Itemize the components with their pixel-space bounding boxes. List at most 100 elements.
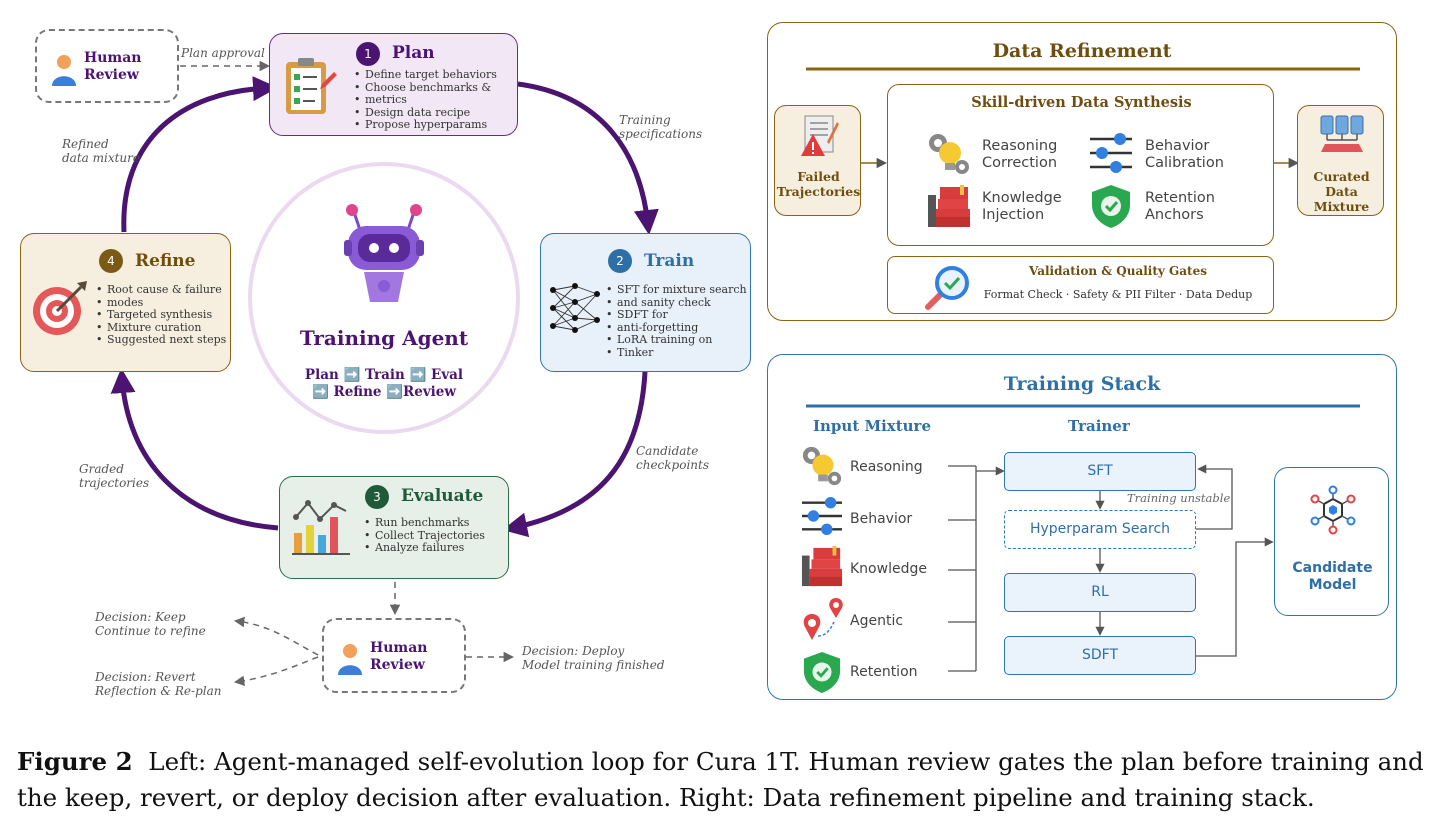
agent-flow-line1: Plan ➡️ Train ➡️ Eval	[304, 367, 464, 383]
database-icon	[1320, 115, 1364, 152]
figure-caption: Figure 2 Left: Agent-managed self-evolut…	[17, 744, 1437, 816]
shield-check-icon	[1092, 185, 1130, 228]
training-specs-line1: Training	[619, 113, 671, 127]
evaluate-item: Collect Trajectories	[364, 529, 485, 543]
skill-retention-line2: Anchors	[1145, 207, 1204, 223]
input-behavior-label: Behavior	[850, 511, 913, 527]
train-box: 2 Train SFT for mixture search and sanit…	[540, 233, 751, 372]
validation-items: Format Check · Safety & PII Filter · Dat…	[983, 288, 1253, 301]
evaluate-list: Run benchmarks Collect Trajectories Anal…	[364, 516, 485, 555]
plan-approval-label: Plan approval	[181, 46, 265, 60]
candidate-line2: Model	[1308, 577, 1357, 593]
input-retention-label: Retention	[850, 664, 918, 680]
validation-title: Validation & Quality Gates	[1028, 264, 1207, 278]
sliders-icon	[1090, 133, 1132, 173]
refined-mixture-line2: data mixture	[62, 151, 140, 165]
refine-item: Suggested next steps	[96, 334, 226, 347]
sft-box: SFT	[1004, 452, 1196, 491]
decision-keep-line2: Continue to refine	[95, 624, 206, 638]
hyperparam-search-box: Hyperparam Search	[1004, 510, 1196, 549]
human-review-bottom-line1: Human	[370, 640, 428, 656]
plan-item: Define target behaviors	[354, 68, 497, 82]
bar-chart-icon	[292, 500, 350, 555]
curated-line2: Data Mixture	[1313, 184, 1370, 214]
refined-mixture-line1: Refined	[62, 137, 109, 151]
candidate-model-label: Candidate Model	[1275, 560, 1390, 594]
train-item-cont: Tinker	[606, 345, 747, 360]
decision-keep-arrow	[233, 616, 319, 656]
failed-trajectories-box: Failed Trajectories	[774, 105, 861, 216]
data-refinement-title: Data Refinement	[992, 40, 1172, 62]
input-bus	[948, 465, 977, 672]
evaluate-title: Evaluate	[401, 486, 484, 506]
sdft-to-candidate-arrow	[1196, 537, 1274, 657]
evaluate-number: 3	[365, 485, 389, 509]
training-stack-panel	[767, 354, 1397, 700]
synthesis-title: Skill-driven Data Synthesis	[971, 94, 1192, 111]
candidate-checkpoints-line1: Candidate	[636, 444, 699, 458]
robot-icon	[344, 204, 424, 302]
skill-synthesis-box: Skill-driven Data Synthesis Reasoning Co…	[887, 84, 1274, 246]
human-review-bottom-line2: Review	[370, 657, 425, 673]
curated-mixture-label: Curated Data Mixture	[1298, 169, 1385, 214]
warning-document-icon	[801, 115, 839, 156]
sliders-icon	[802, 496, 842, 536]
skill-knowledge-line1: Knowledge	[982, 190, 1062, 206]
data-refinement-panel	[767, 22, 1397, 321]
human-review-top-line1: Human	[84, 50, 142, 66]
candidate-line1: Candidate	[1292, 560, 1373, 576]
graded-trajectories-line2: trajectories	[79, 476, 150, 490]
decision-deploy-line1: Decision: Deploy	[522, 644, 625, 658]
candidate-checkpoints-label: Candidate checkpoints	[636, 444, 709, 472]
refined-mixture-label: Refined data mixture	[62, 137, 140, 165]
arc-evaluate-to-refine	[110, 368, 279, 531]
refine-list: Root cause & failure modes Targeted synt…	[96, 283, 226, 347]
plan-item: Propose hyperparams	[354, 119, 497, 132]
candidate-checkpoints-line2: checkpoints	[636, 458, 709, 472]
map-pin-icon	[803, 598, 843, 640]
books-icon	[801, 546, 843, 587]
training-unstable-label: Training unstable	[1127, 491, 1231, 505]
train-item: SDFT for	[606, 309, 747, 322]
person-icon	[52, 55, 76, 86]
agent-flow: Plan ➡️ Train ➡️ Eval ➡️ Refine ➡️Review	[284, 367, 484, 401]
failed-line2: Trajectories	[776, 184, 861, 199]
refine-item: Mixture curation	[96, 321, 226, 335]
refine-item-cont-text: modes	[107, 295, 144, 309]
train-item: SFT for mixture search	[606, 283, 747, 297]
train-item: LoRA training on	[606, 334, 747, 347]
skill-behavior-line1: Behavior	[1145, 138, 1210, 154]
caption-label: Figure 2	[17, 747, 133, 776]
agent-title: Training Agent	[299, 326, 469, 350]
input-reasoning-label: Reasoning	[850, 459, 923, 475]
train-item-cont-text: anti-forgetting	[617, 320, 699, 334]
evaluate-item: Analyze failures	[364, 542, 485, 555]
skill-reasoning-line2: Correction	[982, 155, 1058, 171]
skill-reasoning-label: Reasoning Correction	[982, 138, 1057, 172]
caption-text: Left: Agent-managed self-evolution loop …	[17, 747, 1424, 812]
decision-revert-line2: Reflection & Re-plan	[95, 684, 222, 698]
decision-revert-arrow	[233, 656, 319, 686]
input-agentic-label: Agentic	[850, 613, 904, 629]
refine-item: Root cause & failure	[96, 283, 226, 297]
plan-item-cont: metrics	[365, 93, 407, 107]
rl-box: RL	[1004, 573, 1196, 612]
train-item-cont: and sanity check	[606, 295, 747, 310]
candidate-model-box: Candidate Model	[1274, 467, 1389, 616]
clipboard-icon	[286, 58, 337, 114]
human-review-bottom-label: Human Review	[370, 640, 427, 674]
network-hexagon-icon	[1310, 485, 1356, 535]
decision-keep-label: Decision: Keep Continue to refine	[95, 610, 206, 638]
plan-number: 1	[356, 42, 380, 66]
loop-arcs	[110, 76, 659, 538]
curated-line1: Curated	[1313, 169, 1370, 184]
train-list: SFT for mixture search and sanity check …	[606, 283, 747, 360]
refine-box: 4 Refine Root cause & failure modes Targ…	[20, 233, 231, 372]
train-item-cont-text: and sanity check	[617, 295, 711, 309]
plan-list: Define target behaviors Choose benchmark…	[354, 68, 497, 132]
train-number: 2	[608, 249, 632, 273]
plan-box: 1 Plan Define target behaviors Choose be…	[269, 33, 518, 136]
decision-keep-line1: Decision: Keep	[95, 610, 186, 624]
decision-deploy-line2: Model training finished	[522, 658, 665, 672]
train-item-cont-text: Tinker	[617, 345, 654, 359]
